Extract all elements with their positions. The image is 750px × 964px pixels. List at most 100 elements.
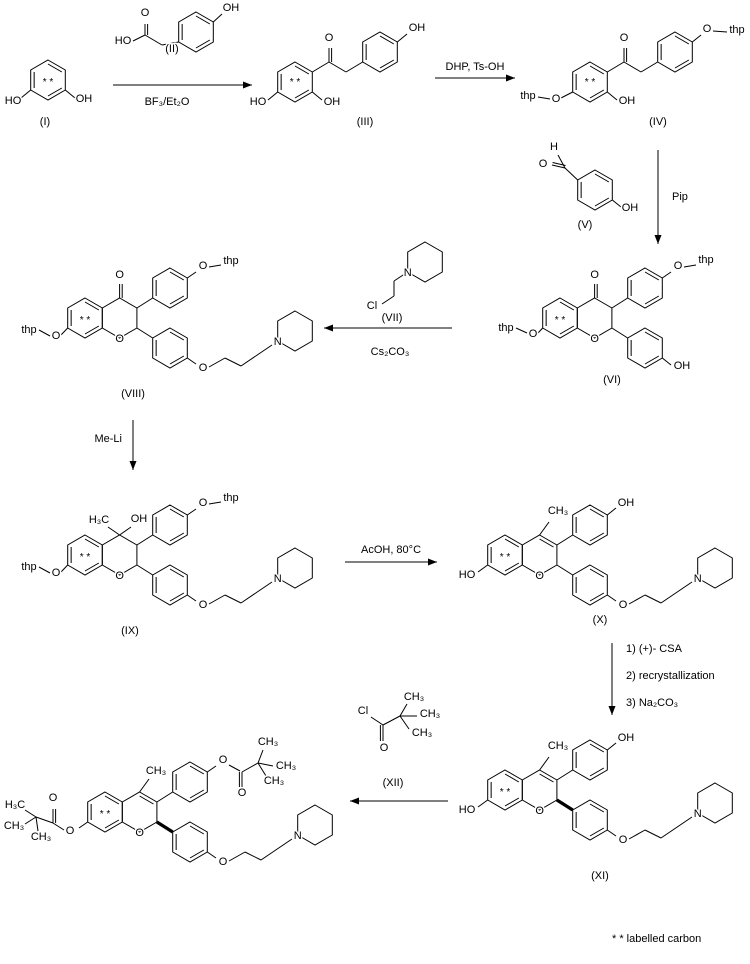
double-bond xyxy=(594,173,610,183)
bond xyxy=(207,851,217,859)
bond xyxy=(345,61,363,73)
atom-label: OH xyxy=(619,95,636,107)
atom-label: CH₃ xyxy=(404,691,424,703)
bond xyxy=(606,91,618,101)
atom-label: O xyxy=(539,158,548,170)
bond xyxy=(207,765,217,773)
bond xyxy=(267,91,279,101)
compound-number: (X) xyxy=(593,614,608,626)
atom-label: OH xyxy=(131,513,148,525)
compound-number: (V) xyxy=(578,219,593,231)
atom-label: N xyxy=(274,336,282,348)
atom-label: thp xyxy=(223,492,238,504)
double-bond xyxy=(674,35,690,45)
double-bond xyxy=(504,797,520,807)
bond xyxy=(240,581,273,604)
double-bond xyxy=(84,301,100,311)
reagent-label: BF₃/Et₂O xyxy=(145,96,190,108)
ring xyxy=(697,547,733,589)
atom-label: CH₃ xyxy=(258,736,278,748)
bond xyxy=(24,809,37,818)
ring xyxy=(627,267,663,309)
atom-label: OH xyxy=(76,93,93,105)
atom-label: HO xyxy=(459,569,476,581)
bond xyxy=(187,357,197,365)
bond xyxy=(107,526,120,536)
atom-label: thp xyxy=(223,255,238,267)
double-bond xyxy=(589,65,605,75)
labelled-carbon-star: * * xyxy=(500,787,511,798)
labelled-carbon-star: * * xyxy=(585,77,596,88)
double-bond xyxy=(589,532,605,542)
bond xyxy=(78,821,88,829)
atom-label: O xyxy=(115,333,124,345)
bond xyxy=(370,716,384,726)
atom-label: N xyxy=(274,573,282,585)
ring xyxy=(521,769,558,811)
compound-number: (IV) xyxy=(649,116,667,128)
reagent-label: 3) Na₂CO₃ xyxy=(626,697,678,709)
bond xyxy=(260,838,293,861)
atom-label: O xyxy=(238,787,247,799)
double-bond xyxy=(589,568,605,578)
reagent-label: 2) recrystallization xyxy=(626,670,715,682)
double-bond xyxy=(539,538,554,548)
double-bond xyxy=(189,849,205,859)
ring xyxy=(657,31,693,73)
double-bond xyxy=(169,355,185,365)
bond xyxy=(52,822,65,831)
atom-label: N xyxy=(694,573,702,585)
double-bond xyxy=(84,562,100,572)
double-bond xyxy=(559,301,575,311)
bond xyxy=(187,594,197,602)
double-bond xyxy=(47,63,63,73)
atom-label: O xyxy=(115,269,124,281)
atom-label: CH₃ xyxy=(548,505,568,517)
double-bond xyxy=(504,538,520,548)
bond xyxy=(564,167,579,181)
atom-label: CH₃ xyxy=(276,760,296,772)
double-bond xyxy=(189,789,205,799)
double-bond xyxy=(104,795,120,805)
double-bond xyxy=(379,59,395,69)
atom-label: OH xyxy=(324,96,341,108)
ring xyxy=(697,782,733,824)
bond xyxy=(477,564,488,573)
ring xyxy=(172,761,208,803)
atom-label: O xyxy=(325,32,334,44)
atom-label: O xyxy=(674,260,683,272)
labelled-carbon-star: * * xyxy=(290,77,301,88)
double-bond xyxy=(539,773,554,783)
bond xyxy=(662,271,672,279)
atom-label: thp xyxy=(698,254,713,266)
step-3-arrow: Pip xyxy=(654,150,689,244)
bond xyxy=(228,851,246,862)
reagent-label: Cs₂CO₃ xyxy=(371,346,410,358)
double-bond xyxy=(169,331,185,341)
bond xyxy=(187,271,197,279)
bond xyxy=(139,778,150,793)
bond xyxy=(381,295,395,305)
atom-label: H xyxy=(550,141,558,153)
ring xyxy=(101,297,138,339)
bond xyxy=(556,564,573,576)
compound-VII: NCl(VII) xyxy=(365,241,443,326)
ring xyxy=(297,804,333,846)
double-bond xyxy=(84,538,100,548)
bond xyxy=(144,34,163,46)
double-bond xyxy=(589,767,605,777)
double-bond xyxy=(589,743,605,753)
atom-label: O xyxy=(199,260,208,272)
double-bond xyxy=(674,59,690,69)
bond xyxy=(208,501,222,505)
step-5-arrow: Me-Li xyxy=(93,420,137,470)
atom-label: HO xyxy=(5,95,22,107)
atom-label: HO xyxy=(250,96,267,108)
ring xyxy=(277,547,313,589)
